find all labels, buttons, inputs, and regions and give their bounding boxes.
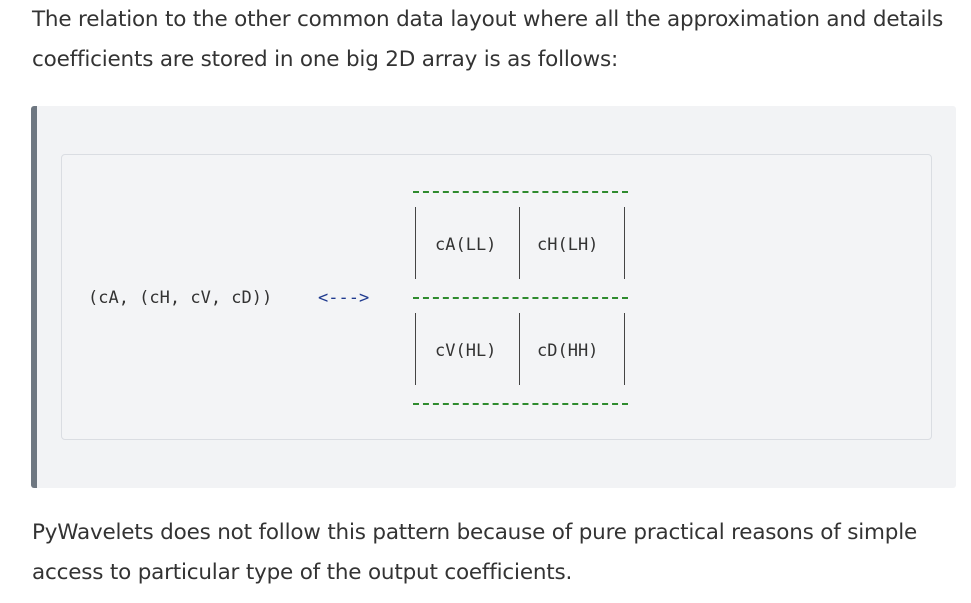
cell-ca-ll: cA(LL) xyxy=(435,235,497,255)
equivalence-arrow: <---> xyxy=(318,288,370,308)
grid-center-divider-top xyxy=(519,207,520,279)
grid-right-border-bottom xyxy=(624,313,625,385)
outro-paragraph: PyWavelets does not follow this pattern … xyxy=(32,520,918,585)
grid-center-divider-bottom xyxy=(519,313,520,385)
grid-middle-border xyxy=(413,297,628,299)
grid-left-border-bottom xyxy=(415,313,416,385)
grid-bottom-border xyxy=(413,403,628,405)
grid-top-border xyxy=(413,191,628,193)
intro-paragraph: The relation to the other common data la… xyxy=(32,7,944,72)
cell-cv-hl: cV(HL) xyxy=(435,341,497,361)
cell-cd-hh: cD(HH) xyxy=(537,341,599,361)
grid-left-border-top xyxy=(415,207,416,279)
coeff-tuple-text: (cA, (cH, cV, cD)) xyxy=(88,288,273,308)
grid-right-border-top xyxy=(624,207,625,279)
cell-ch-lh: cH(LH) xyxy=(537,235,599,255)
